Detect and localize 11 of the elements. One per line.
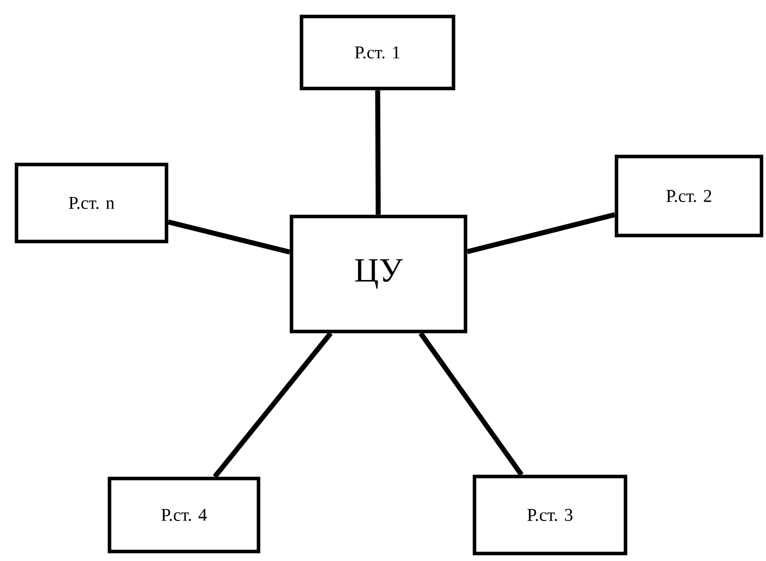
station-box: Р.ст. 4	[108, 476, 260, 554]
connector-line	[418, 332, 524, 476]
connector-line	[212, 332, 333, 478]
station-box: Р.ст. 3	[472, 474, 628, 556]
station-box: Р.ст. n	[14, 162, 168, 244]
connector-line	[168, 220, 290, 254]
connector-line	[466, 212, 616, 254]
connector-line	[375, 90, 381, 215]
station-box: Р.ст. 2	[614, 154, 764, 238]
station-box: Р.ст. 1	[300, 14, 456, 90]
station-box: ЦУ	[290, 214, 468, 334]
